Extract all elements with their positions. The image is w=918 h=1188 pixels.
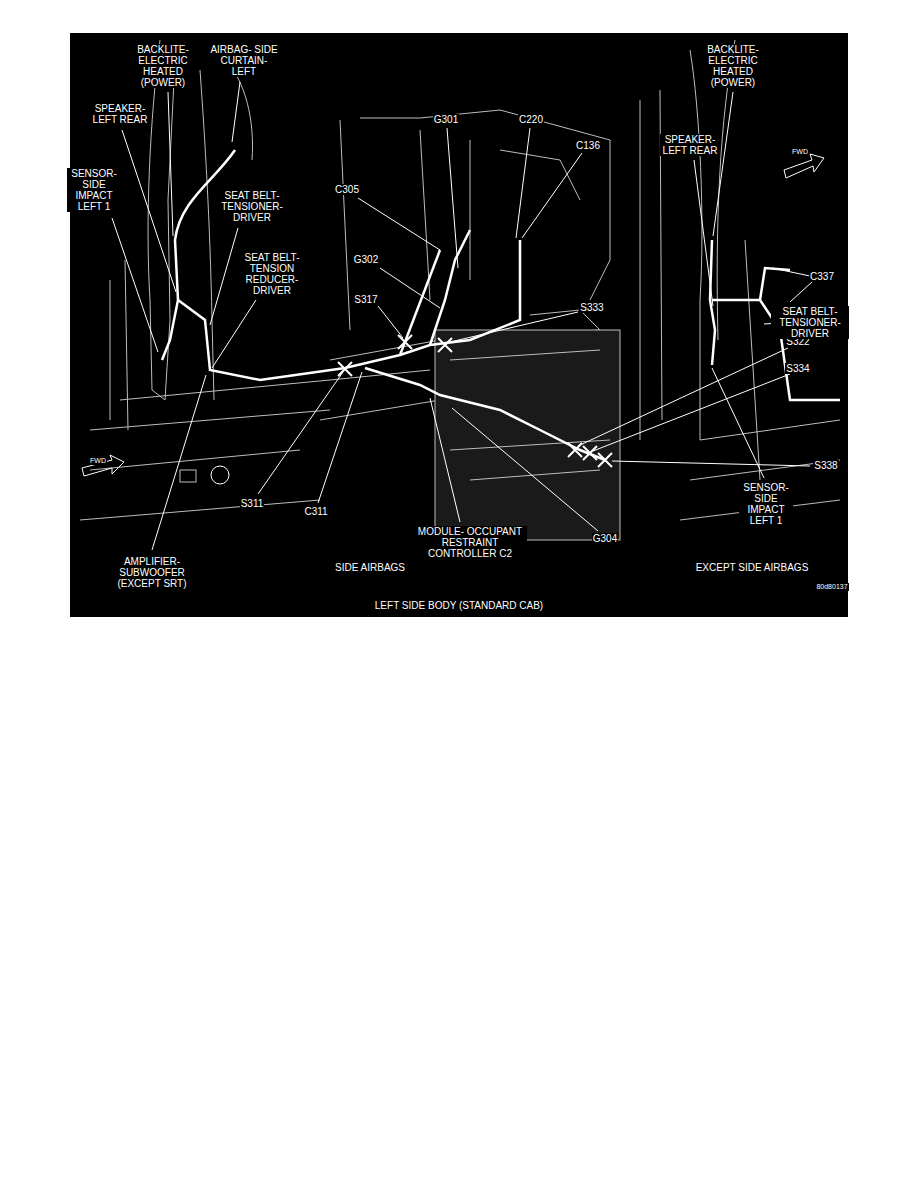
callout-number: C220 — [518, 114, 544, 125]
part-label: BACKLITE- ELECTRIC HEATED (POWER) — [701, 44, 765, 88]
callout-number: G301 — [433, 114, 459, 125]
part-label: 80d80137 — [815, 583, 848, 591]
part-label: SIDE AIRBAGS — [334, 562, 406, 573]
part-label: SEAT BELT- TENSIONER- DRIVER — [771, 306, 849, 339]
part-label: EXCEPT SIDE AIRBAGS — [695, 562, 810, 573]
part-label: AMPLIFIER- SUBWOOFER (EXCEPT SRT) — [106, 556, 198, 589]
part-label: SPEAKER- LEFT REAR — [660, 134, 720, 156]
callout-number: S317 — [353, 294, 378, 305]
panel-ground — [70, 33, 848, 617]
callout-number: C311 — [303, 506, 328, 517]
part-label: SPEAKER- LEFT REAR — [90, 103, 150, 125]
caption: LEFT SIDE BODY (STANDARD CAB) — [373, 600, 545, 611]
fwd-arrows — [82, 154, 824, 484]
part-label: SENSOR- SIDE IMPACT LEFT 1 — [67, 168, 121, 212]
callout-number: C305 — [334, 184, 360, 195]
part-label: BACKLITE- ELECTRIC HEATED (POWER) — [131, 44, 195, 88]
part-label: MODULE- OCCUPANT RESTRAINT CONTROLLER C2 — [413, 526, 527, 559]
part-label: SEAT BELT- TENSIONER- DRIVER — [213, 190, 291, 223]
part-label: SENSOR- SIDE IMPACT LEFT 1 — [739, 482, 793, 526]
part-label: FWD — [791, 148, 809, 156]
callout-number: S311 — [240, 498, 265, 509]
body-structure — [80, 40, 840, 540]
part-label: AIRBAG- SIDE CURTAIN- LEFT — [208, 44, 280, 77]
part-label: FWD — [89, 457, 107, 465]
wiring-harness — [162, 150, 840, 460]
splice-marks — [338, 335, 612, 467]
callout-number: C136 — [575, 140, 601, 151]
callout-number: S333 — [579, 302, 604, 313]
callout-number: S334 — [785, 363, 810, 374]
leader-lines — [112, 82, 812, 550]
part-label: SEAT BELT- TENSION REDUCER- DRIVER — [235, 252, 309, 296]
callout-number: S338 — [813, 460, 838, 471]
callout-number: G302 — [353, 254, 379, 265]
callout-number: C337 — [809, 271, 835, 282]
callout-number: G304 — [592, 533, 618, 544]
